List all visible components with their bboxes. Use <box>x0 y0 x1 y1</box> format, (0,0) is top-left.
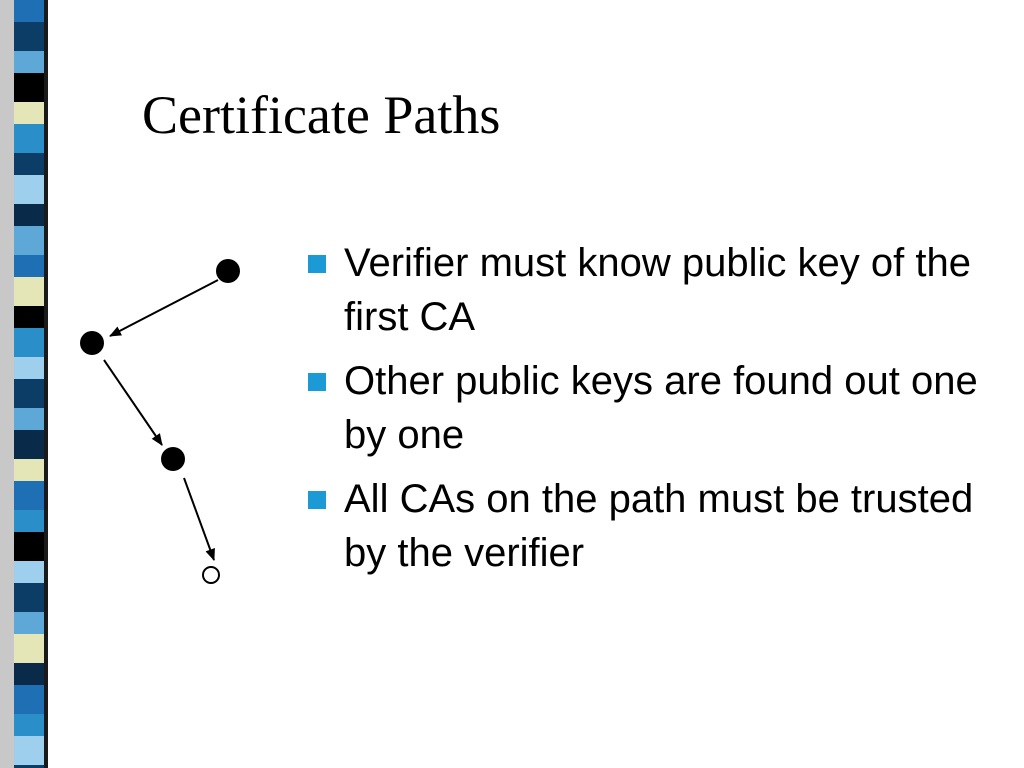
bullet-item: All CAs on the path must be trusted by t… <box>308 472 998 580</box>
square-bullet-icon <box>308 255 326 273</box>
stripe-block <box>14 583 44 612</box>
stripe-block <box>14 0 44 22</box>
stripe-block <box>14 765 44 768</box>
stripe-block <box>14 226 44 255</box>
stripe-block <box>14 124 44 153</box>
stripe-block <box>14 51 44 73</box>
slide-title: Certificate Paths <box>142 85 501 145</box>
path-arrow-3 <box>183 477 215 561</box>
stripe-block <box>14 204 44 226</box>
stripe-block <box>14 277 44 306</box>
stripe-block <box>14 561 44 583</box>
stripe-block <box>14 357 44 379</box>
stripe-edge <box>0 0 14 768</box>
bullet-list: Verifier must know public key of the fir… <box>308 236 998 590</box>
ca-node-1 <box>216 259 240 283</box>
bullet-text: Other public keys are found out one by o… <box>344 359 978 457</box>
stripe-block <box>14 102 44 124</box>
stripe-block <box>14 663 44 685</box>
stripe-block <box>14 73 44 102</box>
stripe-blocks <box>14 0 44 768</box>
stripe-block <box>14 634 44 663</box>
stripe-block <box>14 510 44 532</box>
stripe-block <box>14 612 44 634</box>
stripe-border <box>44 0 48 768</box>
stripe-block <box>14 736 44 765</box>
stripe-block <box>14 714 44 736</box>
path-arrow-2 <box>103 359 163 446</box>
certificate-path-diagram <box>80 259 240 584</box>
stripe-block <box>14 306 44 328</box>
stripe-block <box>14 379 44 408</box>
stripe-block <box>14 408 44 430</box>
bullet-item: Verifier must know public key of the fir… <box>308 236 998 344</box>
bullet-text: All CAs on the path must be trusted by t… <box>344 477 974 575</box>
end-entity-node <box>202 566 220 584</box>
stripe-block <box>14 328 44 357</box>
stripe-block <box>14 430 44 459</box>
stripe-block <box>14 532 44 561</box>
bullet-item: Other public keys are found out one by o… <box>308 354 998 462</box>
stripe-block <box>14 22 44 51</box>
stripe-block <box>14 255 44 277</box>
square-bullet-icon <box>308 373 326 391</box>
path-arrow-1 <box>109 279 219 337</box>
bullet-text: Verifier must know public key of the fir… <box>344 241 971 339</box>
stripe-block <box>14 481 44 510</box>
stripe-block <box>14 459 44 481</box>
ca-node-3 <box>161 447 185 471</box>
stripe-block <box>14 153 44 175</box>
decorative-stripe <box>0 0 48 768</box>
ca-node-2 <box>80 331 104 355</box>
stripe-block <box>14 685 44 714</box>
square-bullet-icon <box>308 491 326 509</box>
stripe-block <box>14 175 44 204</box>
